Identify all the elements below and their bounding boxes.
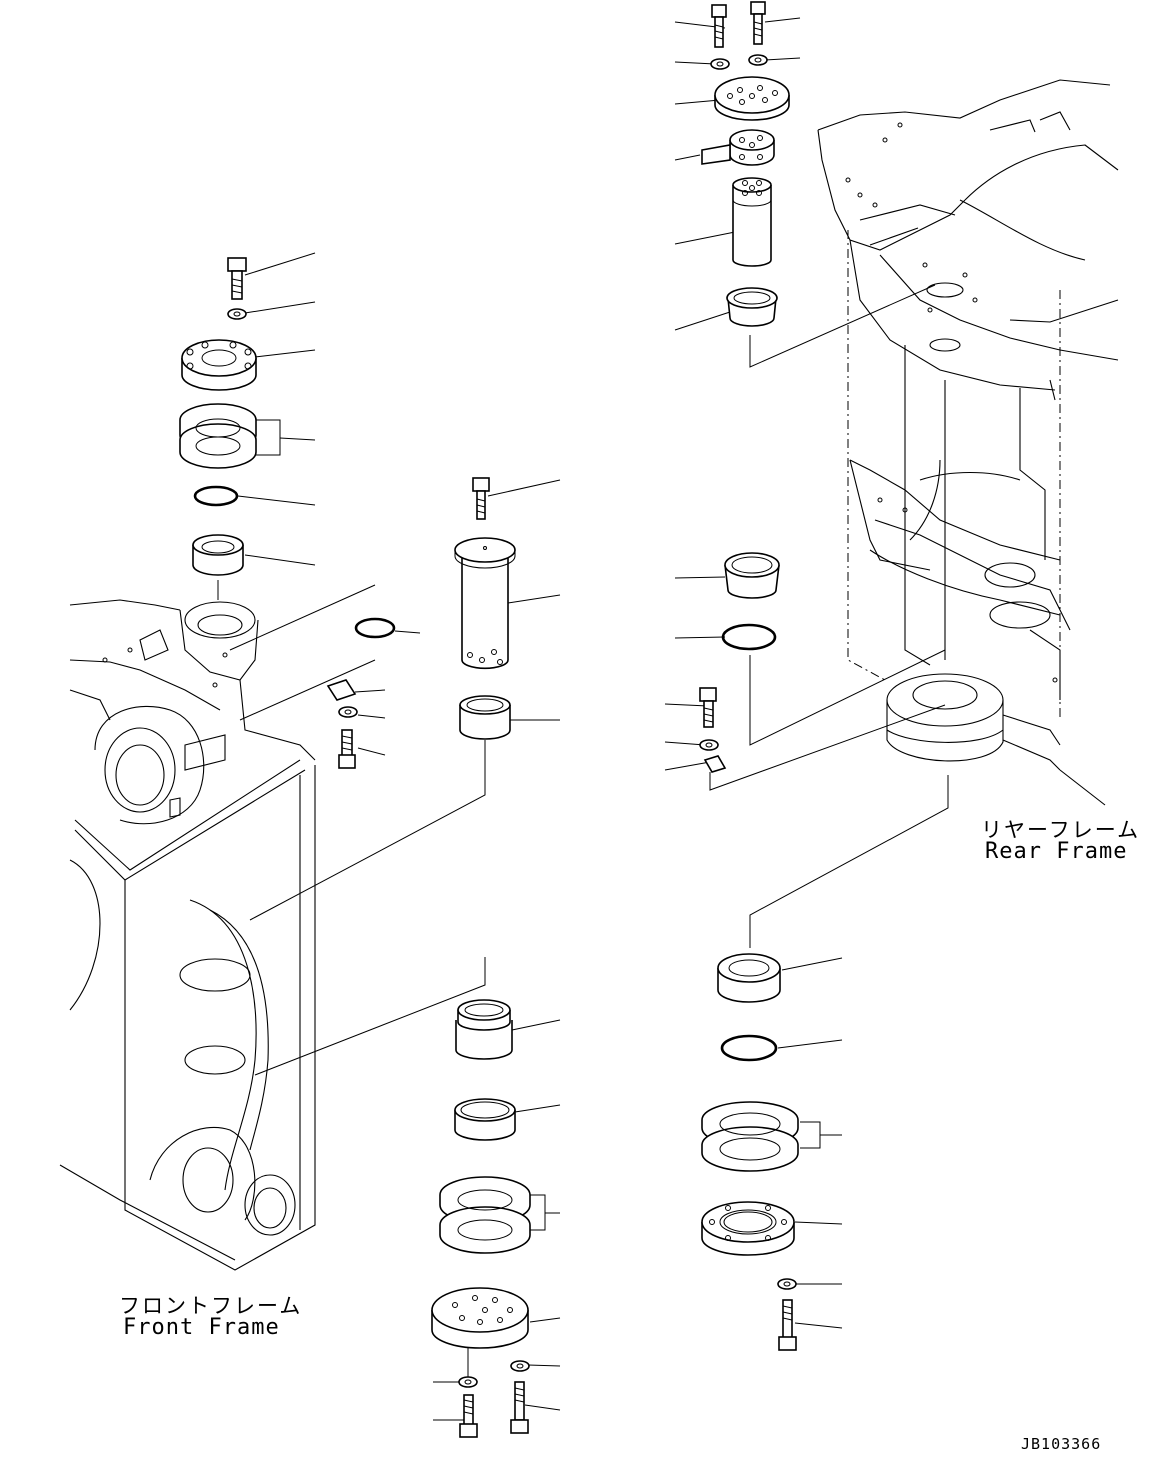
part-bolt-right-lower <box>778 1299 797 1351</box>
part-shim-pack-right <box>701 1101 799 1172</box>
rear-frame-label-en: Rear Frame <box>985 839 1128 864</box>
part-bolt-mid-left <box>338 729 356 769</box>
part-shim-pack-mid <box>439 1176 531 1254</box>
part-retainer-right <box>701 1201 795 1256</box>
part-washer-tr1 <box>710 58 730 70</box>
part-bolt-mid <box>472 477 490 520</box>
part-bearing-right <box>717 953 781 1003</box>
part-o-ring-right <box>721 623 777 651</box>
drawing-code: JB103366 <box>1021 1435 1102 1453</box>
part-upper-bushing <box>726 287 778 327</box>
part-bolt-tr2 <box>750 1 766 45</box>
front-frame-drawing <box>59 599 316 1271</box>
rear-frame-drawing <box>817 79 1119 806</box>
part-bolt-tr1 <box>711 4 727 48</box>
part-lower-pin <box>454 537 516 670</box>
part-top-cap-plate <box>714 76 790 121</box>
part-washer-mid-left <box>338 706 358 718</box>
part-lower-sleeve <box>454 1098 516 1141</box>
part-seal-cup <box>724 552 780 599</box>
part-retainer-left <box>181 339 257 391</box>
part-o-ring-mid-left <box>354 617 396 639</box>
part-shim-pack-left <box>179 403 257 469</box>
part-washer-lower-a <box>510 1360 530 1372</box>
part-upper-pin <box>732 177 772 267</box>
part-lockplate-left <box>326 679 357 701</box>
part-washer-tr2 <box>748 54 768 66</box>
part-washer-right-lower <box>777 1278 797 1290</box>
part-lower-cap-plate <box>431 1287 529 1349</box>
part-shim-disc <box>701 129 775 166</box>
front-frame-label-en: Front Frame <box>123 1315 280 1340</box>
part-bolt-right-mid <box>699 687 717 728</box>
front-frame-label-ja: フロントフレーム <box>119 1294 303 1318</box>
part-bolt-left <box>227 257 247 300</box>
part-lower-bushing <box>455 999 513 1060</box>
part-washer-right-mid <box>699 739 719 751</box>
part-o-ring-right-lower <box>720 1034 778 1062</box>
part-lockplate-right <box>703 755 727 773</box>
part-o-ring-left <box>193 485 239 507</box>
rear-frame-label-ja: リヤーフレーム <box>981 818 1141 842</box>
part-washer-left <box>227 308 247 320</box>
part-spacer-tube <box>459 695 511 740</box>
part-bolt-lower-a <box>459 1394 478 1438</box>
part-bearing-left <box>192 534 244 576</box>
part-washer-lower-b <box>458 1376 478 1388</box>
part-bolt-lower-b <box>510 1381 529 1434</box>
leader-lines <box>217 17 949 1421</box>
